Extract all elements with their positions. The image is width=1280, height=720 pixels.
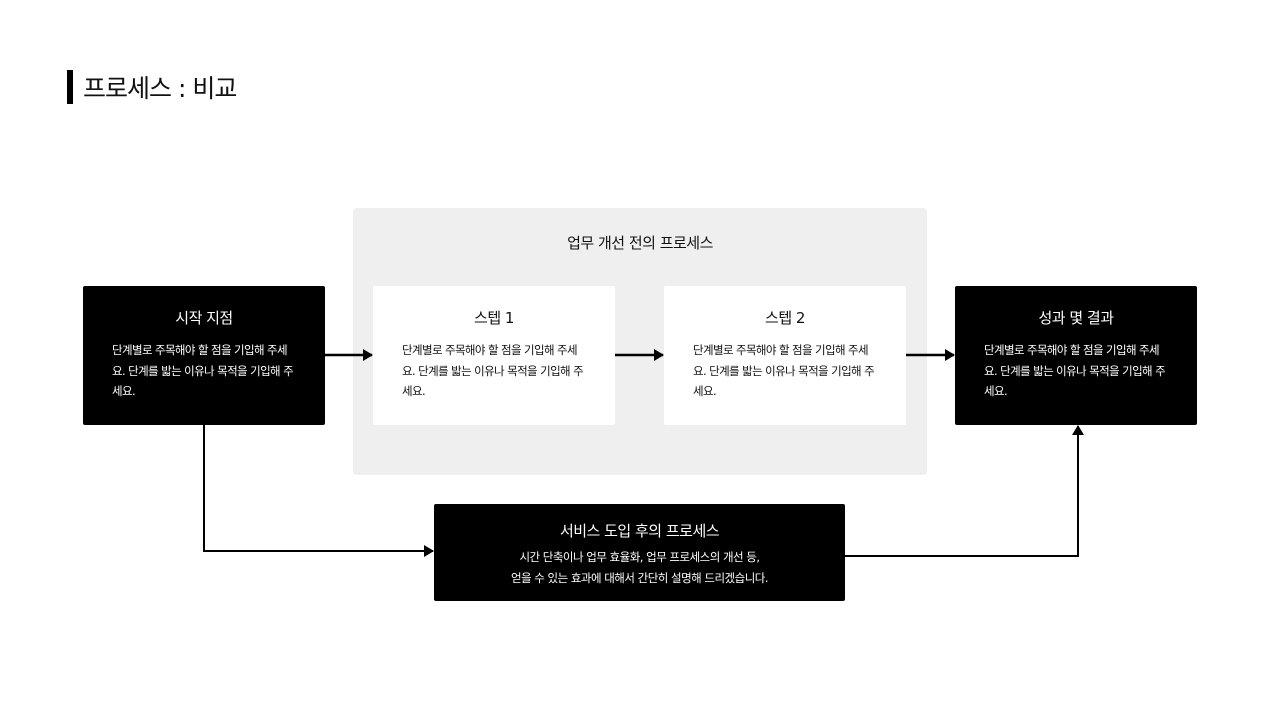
result-node-desc: 단계별로 주목해야 할 점을 기입해 주세요. 단계를 밟는 이유나 목적을 기… [984,343,1166,398]
step2-node-title: 스텝 2 [765,309,805,327]
step2-node: 스텝 2 단계별로 주목해야 할 점을 기입해 주세요. 단계를 밟는 이유나 … [664,286,906,425]
after-process-desc-line1: 시간 단축이나 업무 효율화, 업무 프로세스의 개선 등, [519,550,760,564]
page-title: 프로세스 : 비교 [67,70,237,104]
start-node-title: 시작 지점 [175,309,233,327]
step1-node: 스텝 1 단계별로 주목해야 할 점을 기입해 주세요. 단계를 밟는 이유나 … [373,286,615,425]
before-process-label: 업무 개선 전의 프로세스 [567,234,713,252]
after-process-node: 서비스 도입 후의 프로세스 시간 단축이나 업무 효율화, 업무 프로세스의 … [434,504,845,601]
start-node-desc: 단계별로 주목해야 할 점을 기입해 주세요. 단계를 밟는 이유나 목적을 기… [112,343,294,398]
start-node: 시작 지점 단계별로 주목해야 할 점을 기입해 주세요. 단계를 밟는 이유나… [83,286,325,425]
page-title-text: 프로세스 : 비교 [83,74,237,103]
after-process-title: 서비스 도입 후의 프로세스 [559,522,720,540]
step2-node-desc: 단계별로 주목해야 할 점을 기입해 주세요. 단계를 밟는 이유나 목적을 기… [693,343,875,398]
step1-node-title: 스텝 1 [474,309,514,327]
after-process-desc-line2: 얻을 수 있는 효과에 대해서 간단히 설명해 드리겠습니다. [510,570,769,585]
step1-node-desc: 단계별로 주목해야 할 점을 기입해 주세요. 단계를 밟는 이유나 목적을 기… [402,343,584,398]
result-node: 성과 몇 결과 단계별로 주목해야 할 점을 기입해 주세요. 단계를 밟는 이… [955,286,1197,425]
after-process-desc: 시간 단축이나 업무 효율화, 업무 프로세스의 개선 등, 얻을 수 있는 효… [434,547,845,588]
title-accent-bar [67,70,73,104]
result-node-title: 성과 몇 결과 [1038,309,1114,327]
